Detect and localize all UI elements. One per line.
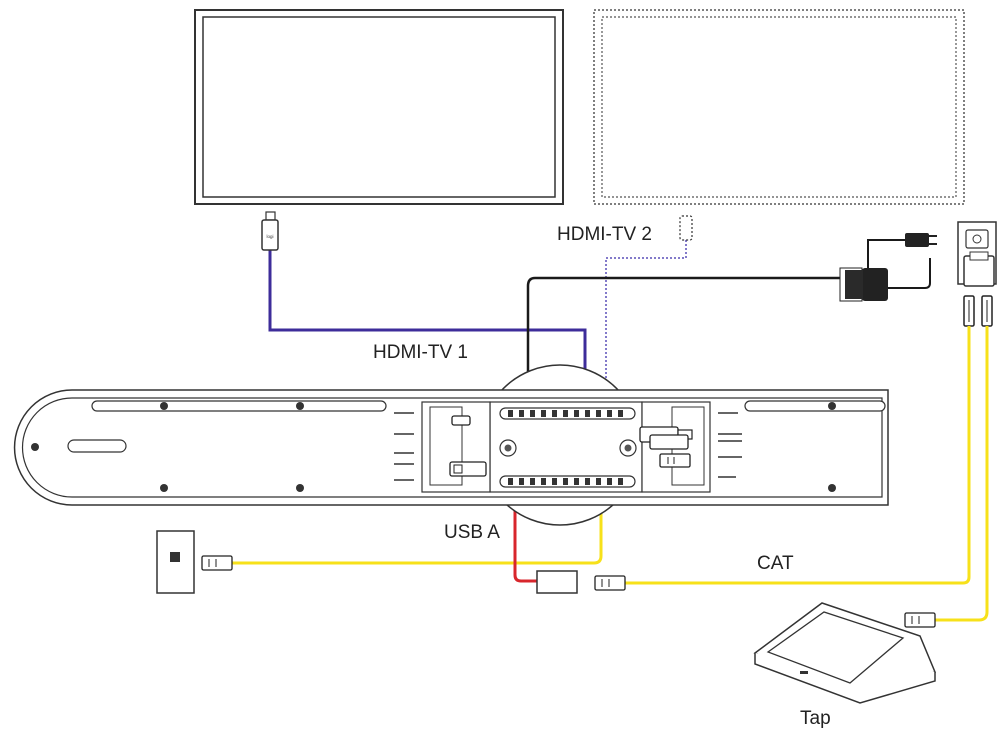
usb-extender-box-icon (536, 570, 578, 594)
wall-network-jack-icon (156, 530, 195, 594)
cat-plug-usb-extender-icon (594, 575, 626, 591)
hdmi-plug-tv2-icon (679, 215, 693, 241)
hdmi-plug-tv1-icon: logi (261, 211, 279, 251)
label-cat: CAT (757, 553, 794, 574)
usb-connector-icon (449, 461, 487, 477)
label-hdmi-tv1: HDMI-TV 1 (373, 342, 468, 363)
power-cable (470, 239, 931, 422)
primary-tv (194, 9, 564, 205)
wall-outlet-icon (957, 221, 997, 287)
power-adapter-icon (839, 267, 888, 302)
label-usb-a: USB A (444, 522, 500, 543)
label-tap: Tap (800, 708, 831, 729)
hdmi-connector-bar-icon (639, 426, 693, 450)
secondary-tv-optional (593, 9, 965, 205)
hdmi-tv2-cable (605, 240, 687, 441)
cat-plug-tap-icon (904, 612, 936, 628)
svg-text:logi: logi (266, 234, 273, 239)
power-plug-icon (905, 233, 937, 247)
label-hdmi-tv2: HDMI-TV 2 (557, 224, 652, 245)
tap-controller-icon (753, 602, 937, 704)
video-bar (13, 364, 889, 526)
cat-plug-wall-icon (201, 555, 233, 571)
power-connector-icon (451, 415, 471, 426)
network-jack-connectors-icon (963, 295, 993, 327)
cat-connector-bar-icon (659, 453, 691, 468)
